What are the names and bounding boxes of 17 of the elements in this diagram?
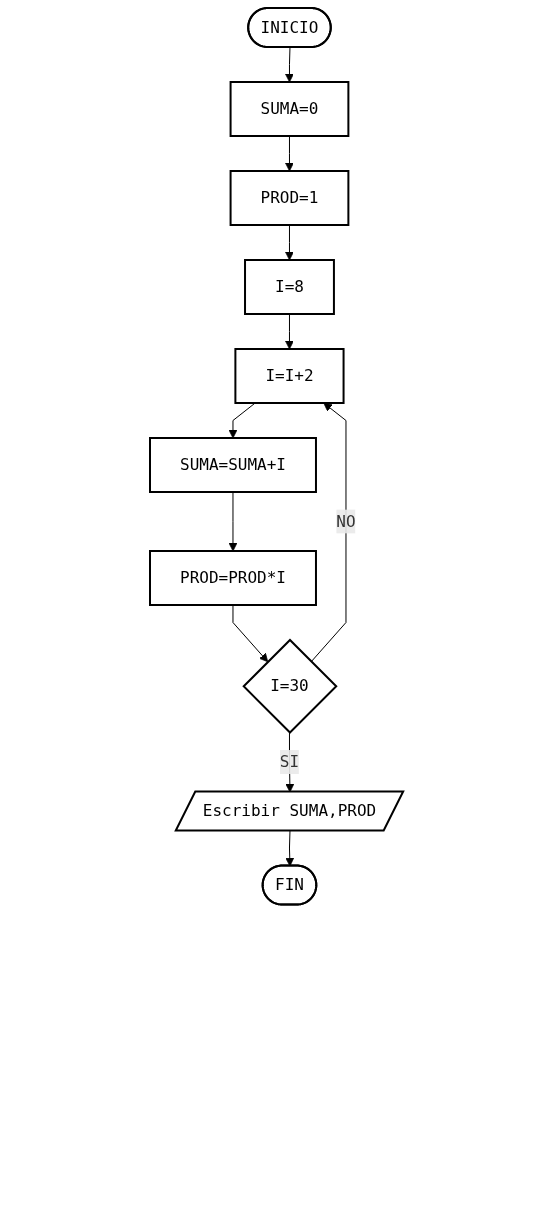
node-box: I=I+2: [234, 348, 345, 404]
arrow: [285, 830, 295, 867]
node-box: SUMA=SUMA+I: [149, 437, 318, 493]
edge-label: SI: [280, 752, 300, 772]
arrow: [232, 604, 269, 663]
arrow: [285, 135, 295, 172]
arrow: [285, 47, 295, 83]
node-box: I=8: [244, 259, 336, 315]
edge-label: NO: [336, 511, 357, 531]
node-box: PROD=PROD*I: [149, 550, 318, 606]
arrow: [285, 313, 295, 350]
node-box: PROD=1: [230, 170, 350, 226]
arrow: [229, 491, 238, 552]
node-box: SUMA=0: [230, 81, 350, 137]
arrow: [311, 402, 347, 663]
node-diamond: I=30: [242, 638, 339, 734]
arrow: [285, 224, 295, 261]
